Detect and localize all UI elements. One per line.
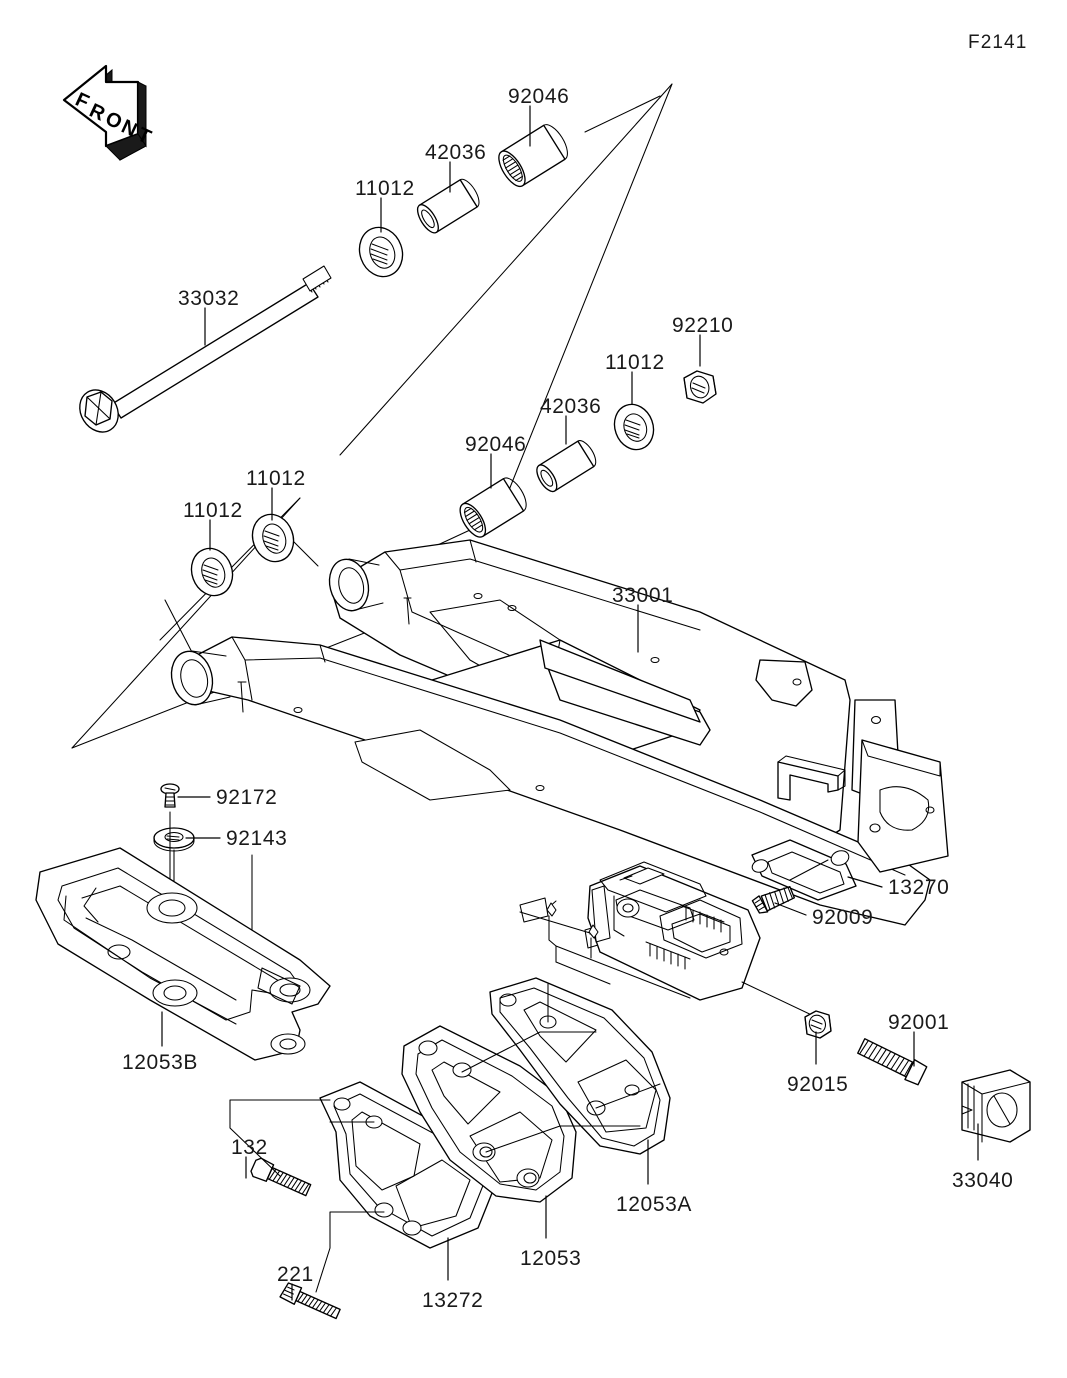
- part-92046-b: [459, 477, 527, 538]
- part-label-92046: 92046: [508, 85, 570, 108]
- part-92009-screw: [751, 886, 796, 914]
- part-label-92009: 92009: [812, 906, 874, 929]
- front-orientation-marker: F R O N T: [50, 60, 160, 165]
- part-92015-nut: [804, 1010, 832, 1039]
- part-33032-pivot-shaft: [79, 265, 332, 433]
- part-label-92143: 92143: [226, 827, 288, 850]
- slider-mount-lines: [546, 902, 819, 1019]
- part-label-92172: 92172: [216, 786, 278, 809]
- part-92172-bolt: [160, 783, 180, 808]
- part-42036-a: [416, 178, 480, 234]
- part-33001-swingarm: [170, 539, 949, 949]
- part-label-42036: 42036: [425, 141, 487, 164]
- part-label-33032: 33032: [178, 287, 240, 310]
- part-label-33001: 33001: [612, 584, 674, 607]
- part-label-11012: 11012: [246, 467, 306, 490]
- part-33040-chain-adjuster: [961, 1069, 1031, 1143]
- part-13272-bracket: [319, 1081, 499, 1249]
- part-label-132: 132: [231, 1136, 268, 1159]
- part-label-92001: 92001: [888, 1011, 950, 1034]
- part-11012-a: [358, 226, 404, 278]
- part-label-92015: 92015: [787, 1073, 849, 1096]
- part-label-11012: 11012: [183, 499, 243, 522]
- part-11012-b: [613, 403, 655, 451]
- part-label-12053B: 12053B: [122, 1051, 199, 1074]
- part-221-screw: [279, 1282, 341, 1320]
- part-label-92210: 92210: [672, 314, 734, 337]
- guide-stack-lines: [229, 983, 661, 1293]
- part-12053-guide: [401, 1025, 577, 1203]
- part-label-221: 221: [277, 1263, 314, 1286]
- leader-92009: [774, 902, 807, 916]
- part-label-13272: 13272: [422, 1289, 484, 1312]
- exploded-assembly-lines: [71, 83, 673, 749]
- part-11012-c: [251, 513, 295, 563]
- part-label-12053A: 12053A: [616, 1193, 693, 1216]
- part-label-92046: 92046: [465, 433, 527, 456]
- part-label-13270: 13270: [888, 876, 950, 899]
- part-12053B-chain-guide: [35, 847, 331, 1061]
- part-label-33040: 33040: [952, 1169, 1014, 1192]
- part-92210-nut: [683, 370, 717, 404]
- part-13270-slipper-plate: [751, 839, 857, 901]
- part-92046-a: [498, 124, 568, 188]
- part-label-42036: 42036: [540, 395, 602, 418]
- part-label-11012: 11012: [605, 351, 665, 374]
- part-42036-b: [536, 440, 597, 493]
- part-11012-d: [190, 547, 234, 597]
- part-label-12053: 12053: [520, 1247, 582, 1270]
- chain-slider-assembly: [587, 861, 761, 1001]
- part-92001-bolt: [857, 1038, 928, 1086]
- part-label-11012: 11012: [355, 177, 415, 200]
- diagram-code: F2141: [968, 32, 1028, 53]
- leader-13270: [847, 876, 883, 888]
